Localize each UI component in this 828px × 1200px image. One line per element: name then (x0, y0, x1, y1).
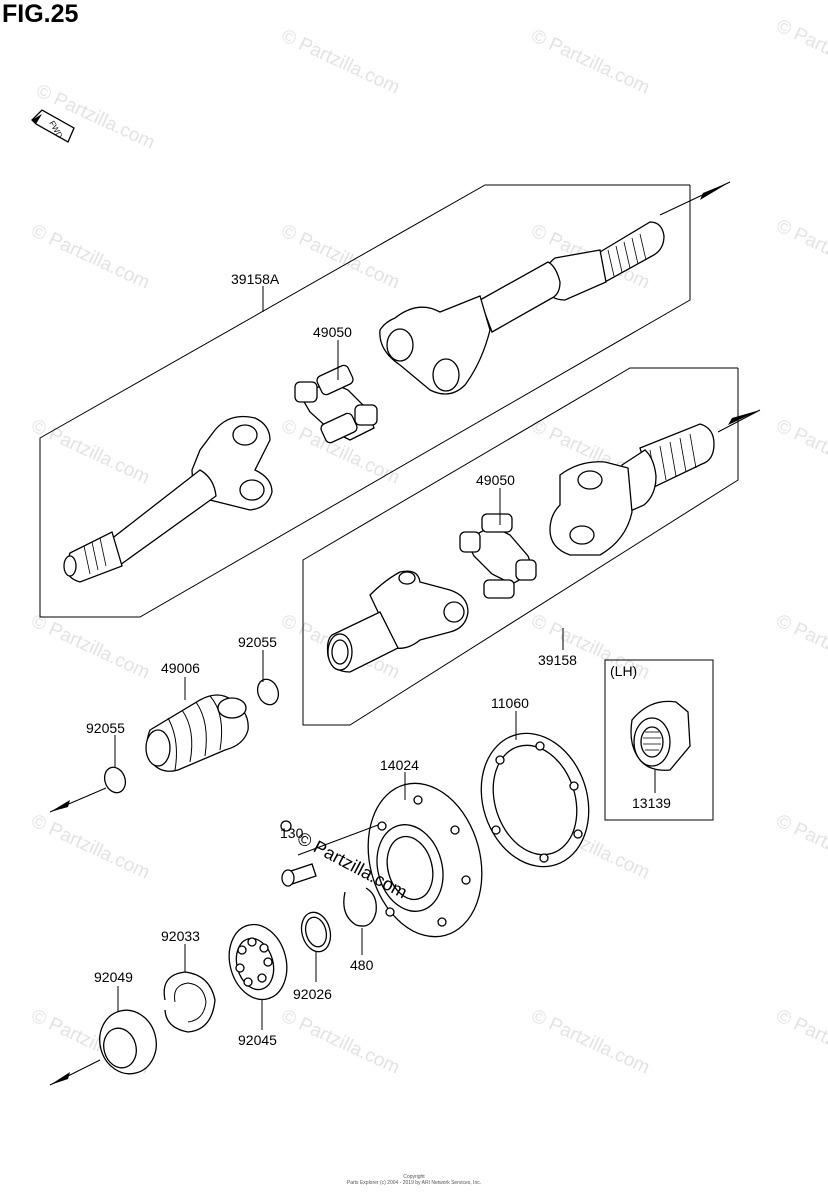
universal-joint-spider-top (294, 364, 378, 444)
part-label: 14024 (380, 757, 419, 773)
watermark: © Partzilla.com (773, 610, 828, 683)
watermark: © Partzilla.com (28, 415, 153, 488)
assembly-box-39158 (302, 367, 761, 726)
washer-ring-inner (304, 916, 328, 948)
ball-bearing (228, 923, 288, 1001)
o-ring-lower (103, 766, 127, 794)
watermark: © Partzilla.com (278, 1005, 403, 1078)
footer-copyright-heading: Copyright (403, 1174, 425, 1180)
part-labels: 39158A 49050 49050 39158 49006 92055 920… (86, 271, 671, 1048)
upper-drive-shaft (63, 221, 665, 583)
watermark: © Partzilla.com (28, 220, 153, 293)
assembly-box-39158a (39, 181, 731, 618)
watermark: © Partzilla.com (773, 215, 828, 288)
circlip (343, 887, 377, 927)
watermark: © Partzilla.com (773, 810, 828, 883)
watermark: © Partzilla.com (528, 25, 653, 98)
watermark: © Partzilla.com (528, 1005, 653, 1078)
part-label: 11060 (491, 695, 529, 711)
part-label: 49050 (313, 324, 352, 340)
cv-boot (145, 694, 249, 772)
bearing-housing (367, 782, 483, 938)
o-ring-upper (256, 678, 280, 706)
lh-inset-box (604, 659, 714, 821)
gasket (480, 732, 590, 868)
watermark: © Partzilla.com (28, 610, 153, 683)
part-label: 13139 (632, 795, 671, 811)
footer-copyright-text: Parts Explorer (c) 2004 - 2019 by ARI Ne… (346, 1180, 482, 1186)
watermark: © Partzilla.com (773, 415, 828, 488)
lower-drive-shaft (326, 423, 715, 673)
snap-ring (163, 971, 216, 1033)
bolt (280, 820, 317, 887)
oil-seal (99, 1009, 157, 1075)
part-label: 49006 (161, 660, 200, 676)
watermark: © Partzilla.com (28, 810, 153, 883)
part-label: 39158 (538, 652, 577, 668)
leader-lines (114, 286, 656, 1030)
part-label: 130 (280, 825, 304, 841)
watermark: © Partzilla.com (278, 25, 403, 98)
part-label: (LH) (610, 663, 637, 679)
part-label: 92033 (161, 928, 200, 944)
part-label: 92055 (86, 720, 125, 736)
part-label: 92045 (238, 1032, 277, 1048)
watermark: © Partzilla.com (278, 220, 403, 293)
watermark: © Partzilla.com (773, 1005, 828, 1078)
part-label: 92026 (293, 986, 332, 1002)
part-label: 39158A (231, 271, 280, 287)
watermark: © Partzilla.com (773, 15, 828, 88)
part-label: 92049 (94, 969, 133, 985)
part-label: 92055 (238, 634, 277, 650)
universal-joint-spider-bottom (459, 513, 537, 599)
part-label: 49050 (476, 472, 515, 488)
figure-title: FIG.25 (2, 0, 79, 28)
part-label: 480 (350, 957, 374, 973)
fwd-arrow-icon: FWD (31, 109, 75, 143)
